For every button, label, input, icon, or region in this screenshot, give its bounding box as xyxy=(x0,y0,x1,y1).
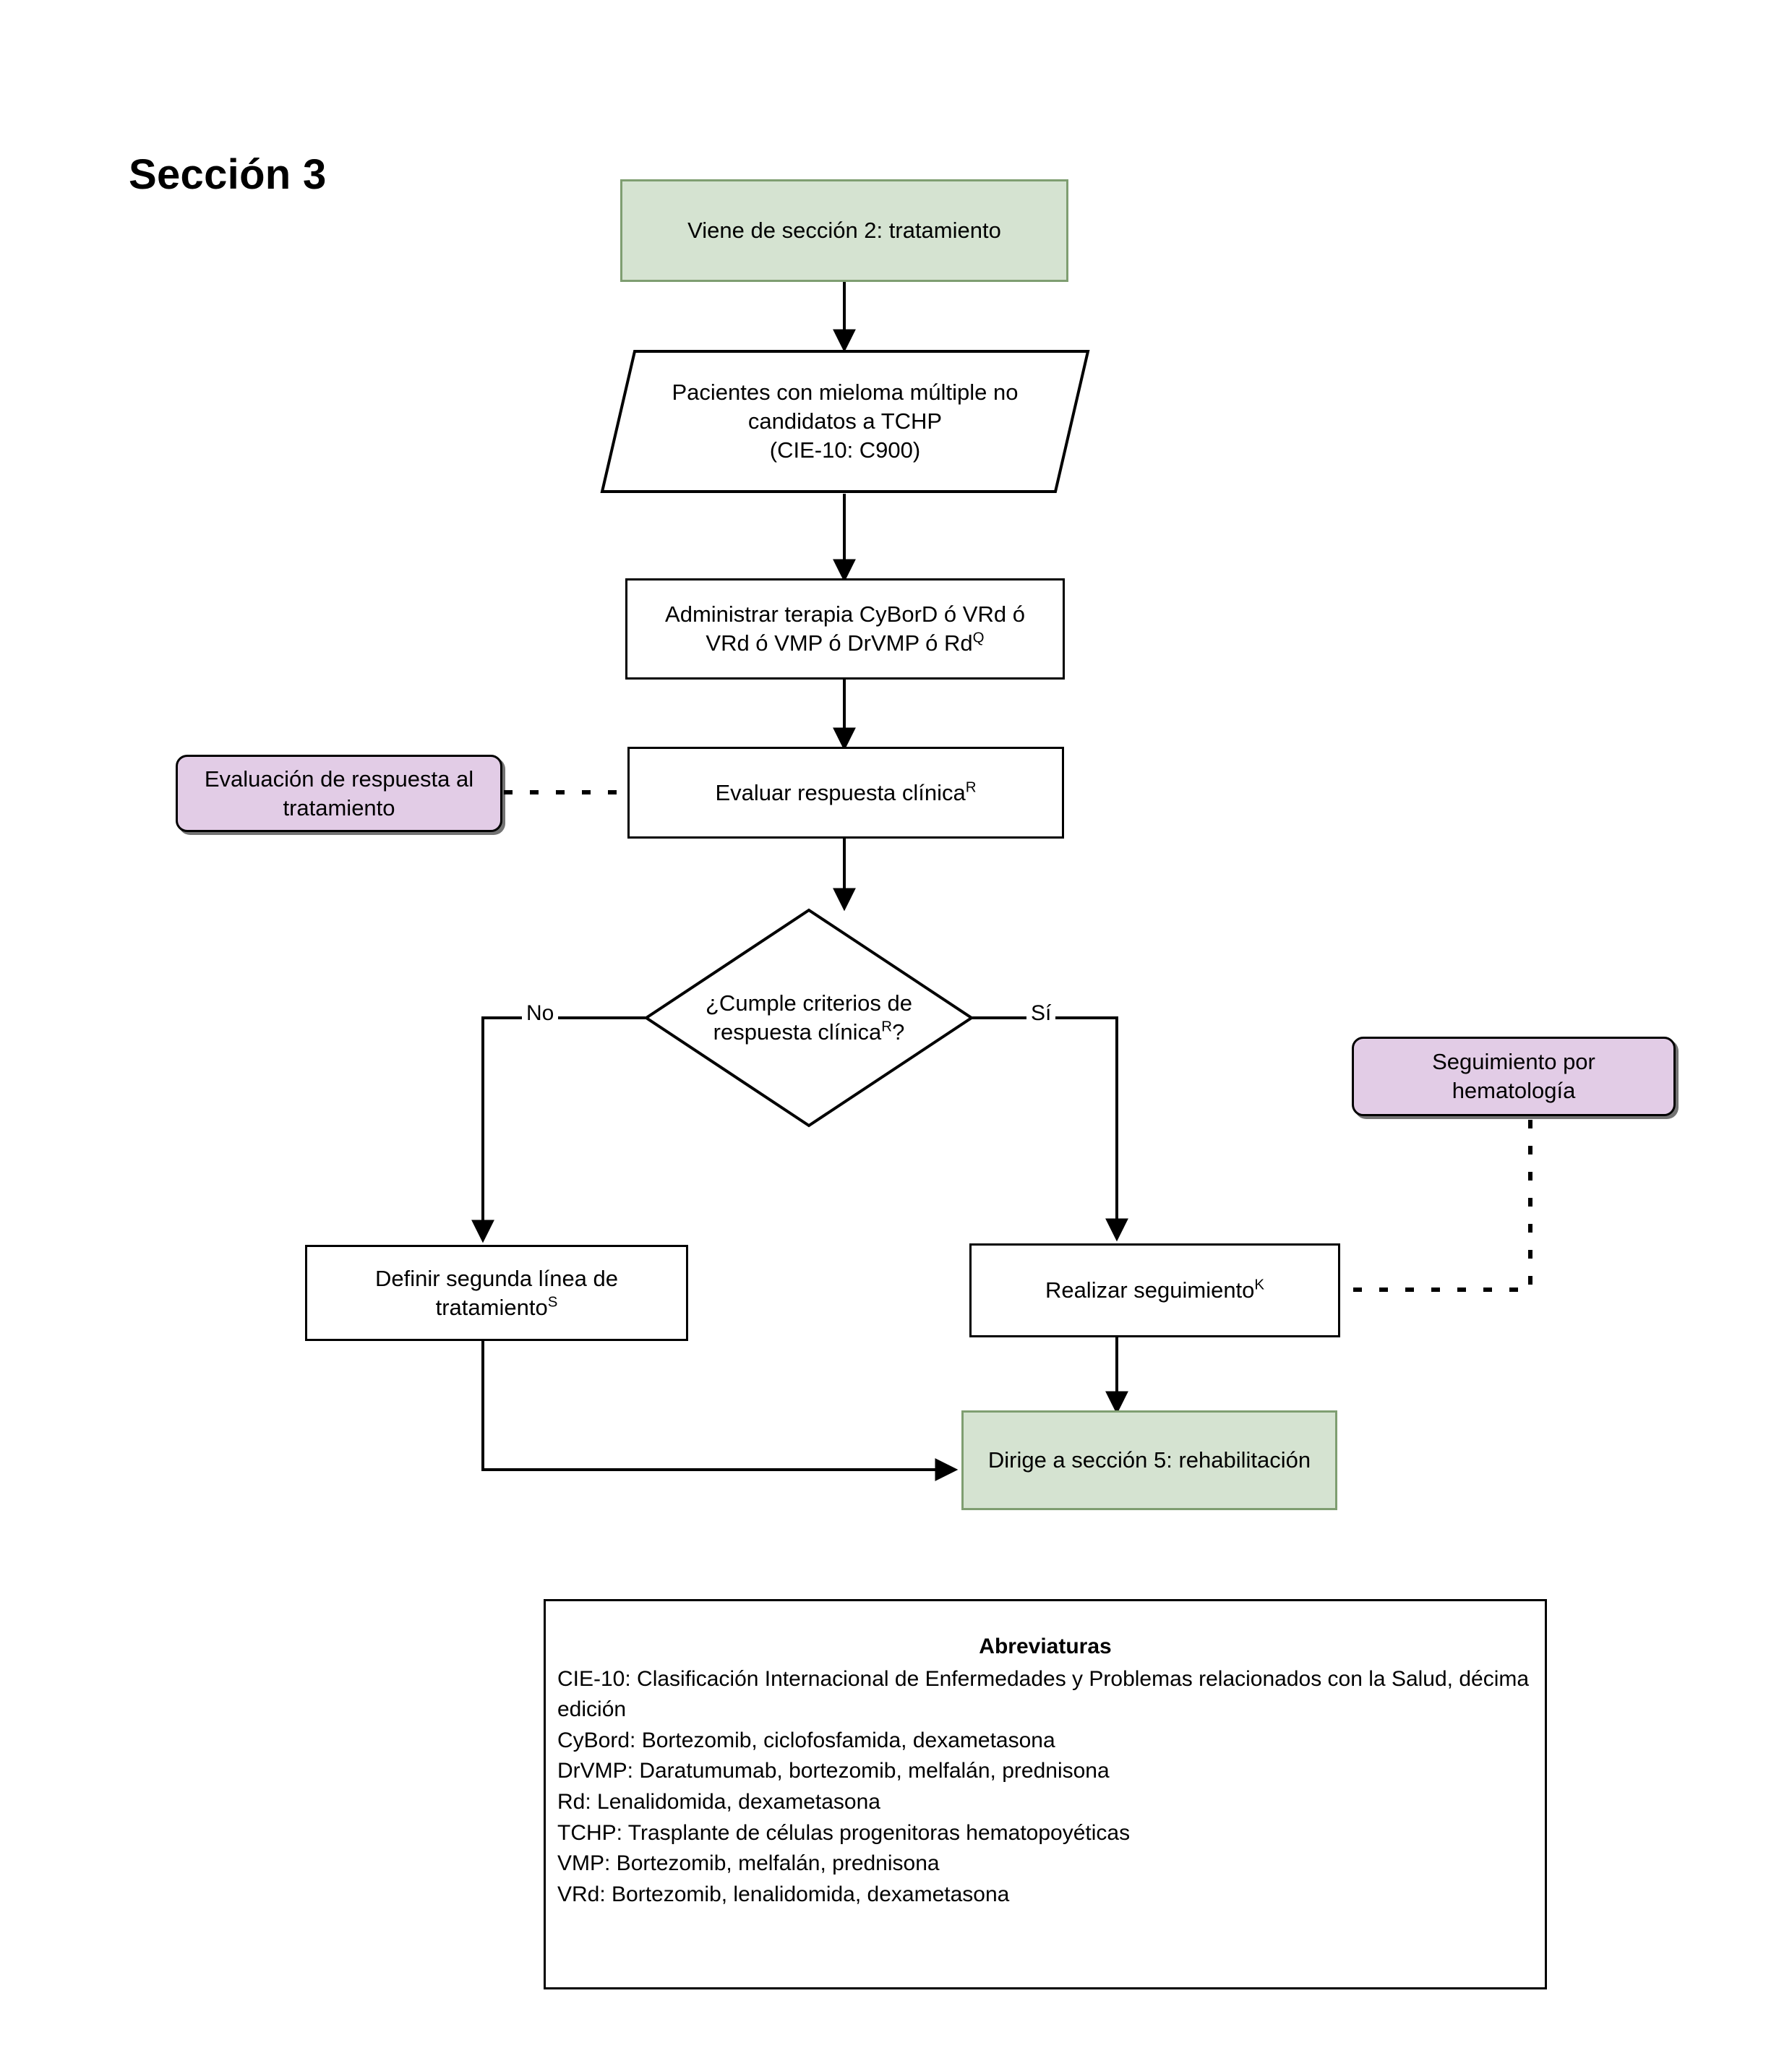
therapy-line-2: VRd ó VMP ó DrVMP ó Rd xyxy=(706,630,973,656)
note-hematology-line-1: Seguimiento por xyxy=(1432,1049,1595,1075)
decision-line-1: ¿Cumple criterios de xyxy=(706,990,912,1016)
patients-line-2: candidatos a TCHP xyxy=(747,408,943,434)
terminal-end-label: Dirige a sección 5: rehabilitación xyxy=(987,1447,1311,1473)
edge-decision-yes xyxy=(972,1016,1128,1242)
process-followup: Realizar seguimientoK xyxy=(969,1243,1340,1337)
note-evaluation-response: Evaluación de respuesta al tratamiento xyxy=(176,755,502,832)
second-line-line-2: tratamiento xyxy=(435,1294,548,1320)
decision-label: ¿Cumple criterios de respuesta clínicaR? xyxy=(643,907,974,1128)
second-line-superscript: S xyxy=(547,1293,558,1311)
note-hematology-line-2: hematología xyxy=(1452,1078,1576,1103)
edge-decision-no xyxy=(471,1016,646,1243)
terminal-start: Viene de sección 2: tratamiento xyxy=(620,179,1068,282)
note-evaluation-line-2: tratamiento xyxy=(283,794,395,821)
abbreviations-legend: Abreviaturas CIE-10: Clasificación Inter… xyxy=(544,1599,1547,1989)
evaluate-superscript: R xyxy=(965,779,977,796)
page-title: Sección 3 xyxy=(129,151,327,198)
legend-line: CyBord: Bortezomib, ciclofosfamida, dexa… xyxy=(557,1728,1055,1752)
decision-line-2: respuesta clínica xyxy=(713,1019,882,1045)
note-evaluation-line-1: Evaluación de respuesta al xyxy=(204,766,474,792)
legend-title: Abreviaturas xyxy=(979,1634,1112,1658)
evaluate-label: Evaluar respuesta clínica xyxy=(715,779,966,805)
patients-line-1: Pacientes con mieloma múltiple no xyxy=(672,380,1019,406)
legend-line: CIE-10: Clasificación Internacional de E… xyxy=(557,1666,1530,1722)
diamond-outline xyxy=(643,908,974,1128)
legend-line: DrVMP: Daratumumab, bortezomib, melfalán… xyxy=(557,1759,1110,1783)
edge-second-line-to-end xyxy=(481,1341,959,1481)
note-hematology-followup: Seguimiento por hematología xyxy=(1352,1037,1676,1116)
terminal-end: Dirige a sección 5: rehabilitación xyxy=(961,1410,1337,1510)
legend-line: VRd: Bortezomib, lenalidomida, dexametas… xyxy=(557,1882,1010,1906)
therapy-superscript: Q xyxy=(972,629,985,646)
legend-line: Rd: Lenalidomida, dexametasona xyxy=(557,1789,880,1814)
second-line-line-1: Definir segunda línea de xyxy=(374,1265,619,1291)
decision-question-mark: ? xyxy=(892,1019,905,1045)
parallelogram-outline xyxy=(600,350,1090,493)
process-evaluate: Evaluar respuesta clínicaR xyxy=(627,747,1064,839)
data-shape-patients-label: Pacientes con mieloma múltiple no candid… xyxy=(600,349,1090,494)
legend-line: VMP: Bortezomib, melfalán, prednisona xyxy=(557,1851,940,1876)
edge-label-yes: Sí xyxy=(1026,1001,1056,1026)
data-shape-patients: Pacientes con mieloma múltiple no candid… xyxy=(600,349,1090,494)
followup-superscript: K xyxy=(1254,1276,1265,1293)
edge-label-no: No xyxy=(522,1001,559,1026)
legend-line: TCHP: Trasplante de células progenitoras… xyxy=(557,1820,1131,1845)
process-therapy: Administrar terapia CyBorD ó VRd ó VRd ó… xyxy=(625,578,1065,680)
process-second-line-treatment: Definir segunda línea de tratamientoS xyxy=(305,1245,688,1341)
edge-note-hematology-dotted xyxy=(1344,1120,1532,1292)
decision-response-criteria: ¿Cumple criterios de respuesta clínicaR? xyxy=(643,907,974,1128)
therapy-line-1: Administrar terapia CyBorD ó VRd ó xyxy=(665,601,1025,627)
patients-line-3: (CIE-10: C900) xyxy=(769,437,921,463)
followup-label: Realizar seguimiento xyxy=(1045,1277,1255,1303)
terminal-start-label: Viene de sección 2: tratamiento xyxy=(687,218,1001,244)
legend-line-list: CIE-10: Clasificación Internacional de E… xyxy=(557,1664,1533,1911)
decision-superscript: R xyxy=(881,1018,893,1035)
